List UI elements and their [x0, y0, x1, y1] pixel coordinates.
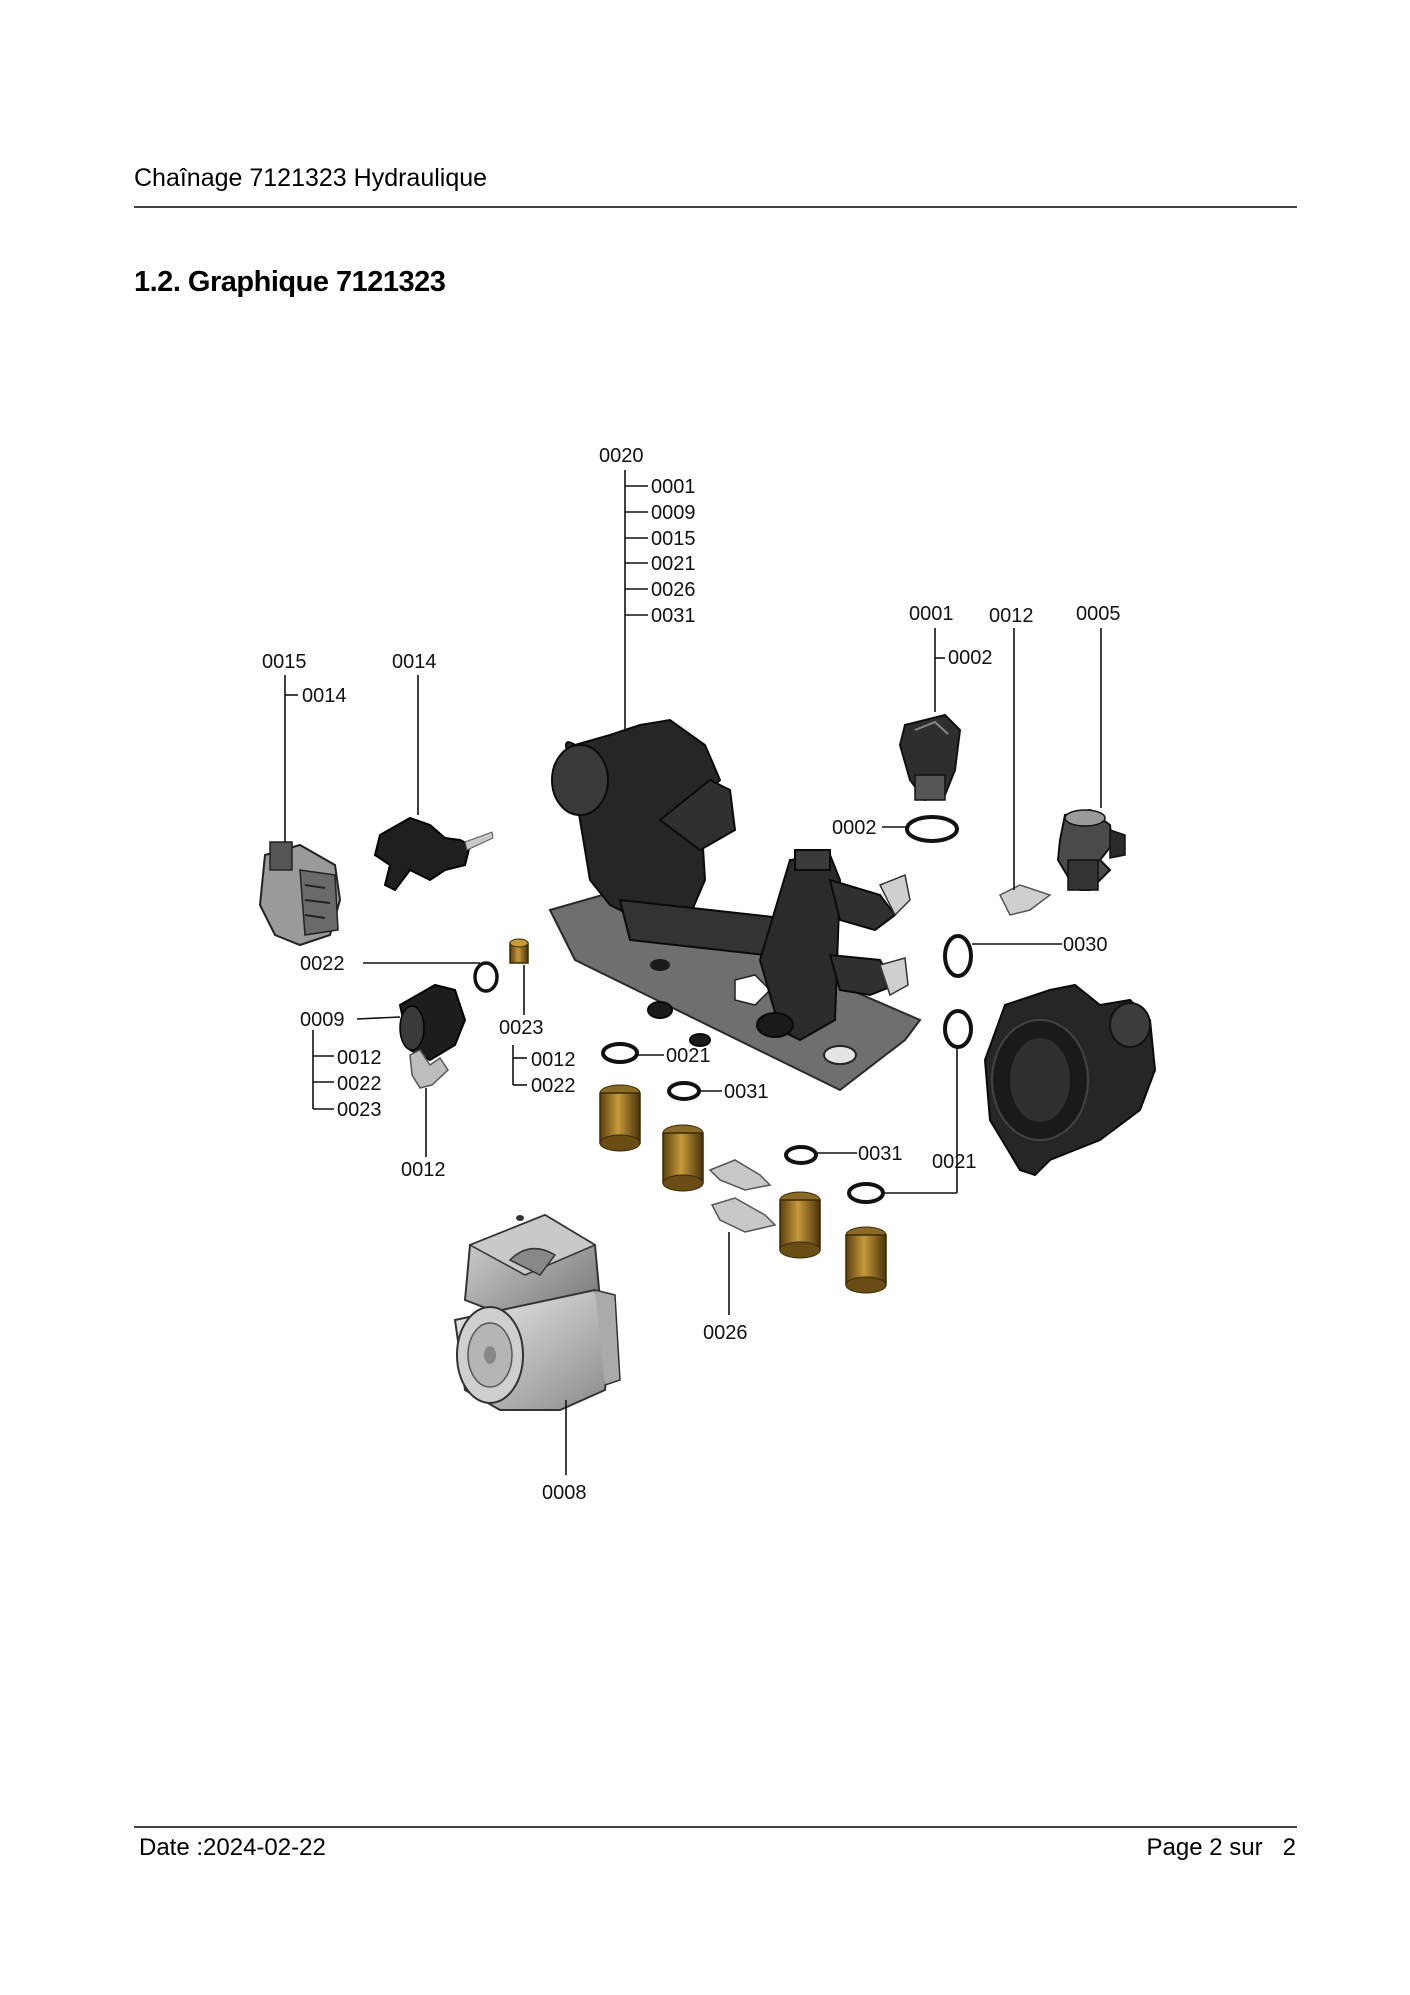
o-ring-0021-side	[943, 1009, 973, 1049]
o-ring-0031-right	[784, 1145, 818, 1165]
label-0021-center: 0021	[666, 1045, 711, 1067]
pump-housing	[983, 983, 1157, 1177]
label-0001: 0001	[909, 603, 954, 625]
brass-fittings	[599, 1084, 887, 1294]
o-ring-0031-center	[667, 1081, 701, 1101]
footer-page-total: 2	[1282, 1834, 1296, 1861]
label-0009-0023: 0023	[337, 1099, 382, 1121]
label-0023-0012: 0012	[531, 1049, 576, 1071]
label-0015: 0015	[262, 651, 307, 673]
label-0012-top: 0012	[989, 605, 1034, 627]
label-0002: 0002	[832, 817, 877, 839]
clip-0026-a	[708, 1159, 772, 1191]
footer-page-prefix: Page 2 sur	[1146, 1834, 1263, 1861]
hydraulic-block-0020	[551, 718, 897, 1047]
o-ring-0030	[943, 934, 973, 978]
valve-0005	[1056, 808, 1126, 891]
label-0020-0021: 0021	[651, 553, 696, 575]
label-0031-right: 0031	[858, 1143, 903, 1165]
label-0020-0001: 0001	[651, 476, 696, 498]
label-0030: 0030	[1063, 934, 1108, 956]
label-0012-bottom: 0012	[401, 1159, 446, 1181]
o-ring-0021-center	[601, 1042, 639, 1064]
label-0020-0031: 0031	[651, 605, 696, 627]
clip-0012	[998, 884, 1052, 916]
cartridge-0009	[398, 983, 467, 1062]
pump-motor-0008	[453, 1213, 621, 1411]
label-0021-right: 0021	[932, 1151, 977, 1173]
label-0023: 0023	[499, 1017, 544, 1039]
section-title: 1.2. Graphique 7121323	[134, 266, 446, 298]
document-header-title: Chaînage 7121323 Hydraulique	[134, 164, 488, 192]
clip-0012-left	[409, 1049, 449, 1089]
label-0020-0026: 0026	[651, 579, 696, 601]
label-0020: 0020	[599, 445, 644, 467]
o-ring-0022	[473, 961, 499, 993]
header-divider	[134, 206, 1297, 208]
label-0020-0015: 0015	[651, 528, 696, 550]
label-0009-0022: 0022	[337, 1073, 382, 1095]
actuator-0014	[373, 816, 494, 892]
label-0022: 0022	[300, 953, 345, 975]
label-0009: 0009	[300, 1009, 345, 1031]
label-0014: 0014	[392, 651, 437, 673]
label-0031-center: 0031	[724, 1081, 769, 1103]
leader-lines	[284, 470, 1102, 1475]
o-ring-0002	[905, 815, 959, 843]
footer-page-number: Page 2 sur 2	[1147, 1834, 1296, 1862]
clip-0026-b	[710, 1197, 777, 1233]
sensor-0001	[898, 713, 962, 802]
label-0009-0012: 0012	[337, 1047, 382, 1069]
label-0005: 0005	[1076, 603, 1121, 625]
label-0008: 0008	[542, 1482, 587, 1504]
bushing-0023	[509, 938, 529, 964]
label-0001-0002: 0002	[948, 647, 993, 669]
o-ring-0021-lower	[847, 1182, 885, 1204]
label-0026: 0026	[703, 1322, 748, 1344]
footer-date: Date :2024-02-22	[139, 1834, 326, 1861]
label-0023-0022: 0022	[531, 1075, 576, 1097]
label-0020-0009: 0009	[651, 502, 696, 524]
valve-body-0015	[258, 841, 342, 947]
footer-divider	[134, 1826, 1297, 1828]
label-0015-0014: 0014	[302, 685, 347, 707]
